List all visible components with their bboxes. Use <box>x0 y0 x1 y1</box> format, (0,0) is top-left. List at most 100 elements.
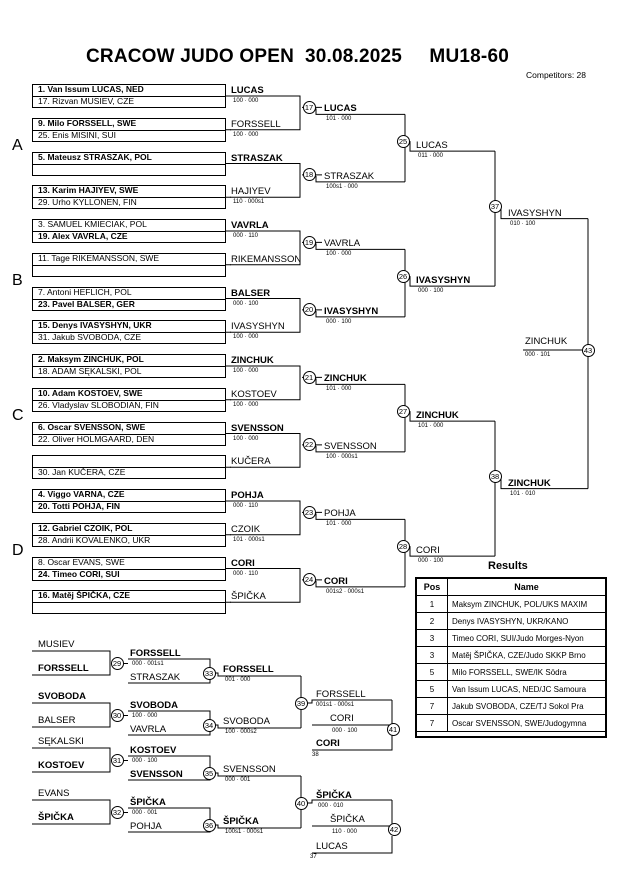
competitor-entry: 2. Maksym ZINCHUK, POL <box>38 354 144 364</box>
r1-score: 110 · 000s1 <box>233 199 265 206</box>
r2-score: 101 · 000 <box>326 386 352 393</box>
competitor-entry: 5. Mateusz STRASZAK, POL <box>38 151 152 162</box>
bracket-line <box>230 163 301 198</box>
competitor-entry: 19. Alex VAVRLA, CZE <box>38 231 128 241</box>
entry-separator <box>33 433 225 435</box>
match-number: 17 <box>302 100 316 114</box>
rep-score: 000 · 100 <box>332 728 358 734</box>
rep-match-number: 42 <box>387 822 401 836</box>
competitor-entry: 1. Van Issum LUCAS, NED <box>38 84 144 94</box>
r1-score: 100 · 000 <box>233 368 259 374</box>
results-pos: 7 <box>416 714 448 732</box>
r2-score: 000 · 100 <box>326 318 352 325</box>
r2-winner: POHJA <box>324 508 356 520</box>
competitor-entry: 6. Oscar SVENSSON, SWE <box>38 421 146 432</box>
entry-separator <box>33 467 225 469</box>
bracket-line <box>230 500 301 536</box>
rep-winner: ŠPIČKA <box>316 790 352 801</box>
rep-winner: CORI <box>316 738 340 749</box>
bracket-line <box>32 650 111 676</box>
entry-separator <box>33 129 225 131</box>
competitor-entry: 15. Denys IVASYSHYN, UKR <box>38 320 152 331</box>
competitor-entry: 8. Oscar EVANS, SWE <box>38 556 125 567</box>
competitor-entry: 7. Antoni HEFLICH, POL <box>38 286 132 297</box>
r3-winner: ZINCHUK <box>416 410 459 422</box>
results-name: Matěj ŠPIČKA, CZE/Judo SKKP Brno <box>447 646 606 664</box>
competitor-entry: 23. Pavel BALSER, GER <box>38 298 135 309</box>
r1-winner: IVASYSHYN <box>231 321 285 333</box>
results-name: Jakub SVOBODA, CZE/TJ Sokol Pra <box>447 697 606 715</box>
r1-score: 101 · 000s1 <box>233 536 265 543</box>
r2-winner: LUCAS <box>324 103 357 115</box>
rep-match-number: 41 <box>386 722 400 736</box>
results-name: Van Issum LUCAS, NED/JC Samoura <box>447 680 606 698</box>
rep-match-number: 30 <box>110 709 124 722</box>
entry-separator <box>33 602 225 604</box>
competitor-entry: 20. Totti POHJA, FIN <box>38 501 121 511</box>
rep-competitor: FORSSELL <box>38 663 89 674</box>
bracket-line <box>315 513 405 520</box>
r1-winner: LUCAS <box>231 85 264 96</box>
rep-winner: KOSTOEV <box>130 745 177 756</box>
bracket-line <box>315 243 405 250</box>
results-pos: 5 <box>416 680 448 698</box>
rep-score: 100 · 000 <box>132 713 158 719</box>
r3-score: 101 · 000 <box>418 423 444 430</box>
r2-score: 101 · 000 <box>326 116 352 123</box>
results-pos: 3 <box>416 629 448 647</box>
entry-separator <box>33 264 225 266</box>
results-pos: 2 <box>416 612 448 630</box>
rep-source: 38 <box>312 752 319 758</box>
rep-competitor: KOSTOEV <box>38 760 85 771</box>
bracket-line <box>315 378 405 385</box>
bracket-line <box>315 445 405 453</box>
competitor-entry: 4. Viggo VARNA, CZE <box>38 489 125 499</box>
match-number: 22 <box>302 438 316 452</box>
bracket-line <box>215 672 301 677</box>
rep-competitor: EVANS <box>38 788 70 799</box>
match-number: 24 <box>302 573 316 587</box>
r4-winner: IVASYSHYN <box>508 207 562 219</box>
rep-match-number: 40 <box>294 796 308 810</box>
page-title: CRACOW JUDO OPEN 30.08.2025 MU18-60 <box>86 46 509 67</box>
r1-score: 100 · 000 <box>233 98 259 104</box>
bracket-line <box>409 276 495 287</box>
competitor-entry: 3. SAMUEL KMIECIAK, POL <box>38 219 147 229</box>
entry-box <box>32 151 226 176</box>
rep-source: 37 <box>310 854 317 860</box>
r1-score: 100 · 000 <box>233 334 259 341</box>
entry-box <box>32 185 226 210</box>
results-name: Denys IVASYSHYN, UKR/KANO <box>447 612 606 630</box>
entry-box <box>32 556 226 581</box>
bracket-line <box>315 310 405 318</box>
entry-separator <box>33 366 225 367</box>
pool-label-a: A <box>12 137 23 154</box>
rep-winner: SVOBODA <box>130 700 179 711</box>
r1-winner: STRASZAK <box>231 152 283 164</box>
competitor-entry: 18. ADAM SĘKALSKI, POL <box>38 366 142 376</box>
pool-label-d: D <box>12 542 24 559</box>
competitor-entry: 29. Urho KYLLONEN, FIN <box>38 197 137 208</box>
r1-score: 000 · 110 <box>233 233 258 239</box>
r2-score: 001s2 · 000s1 <box>326 588 365 595</box>
rep-winner: ŠPIČKA <box>223 816 259 827</box>
rep-score: 001 · 000 <box>225 677 251 683</box>
rep-score: 110 · 000 <box>332 829 357 835</box>
r3-score: 000 · 100 <box>418 288 444 295</box>
results-name: Maksym ZINCHUK, POL/UKS MAXIM <box>447 595 606 613</box>
rep-winner: SVENSSON <box>223 764 276 775</box>
entry-separator <box>33 501 225 502</box>
rep-match-number: 33 <box>202 666 216 680</box>
entry-box <box>32 252 226 277</box>
bracket-line <box>215 824 301 829</box>
bracket-line <box>409 411 495 422</box>
rep-opponent: ŠPIČKA <box>330 814 365 825</box>
entry-box <box>32 489 226 513</box>
r1-score: 000 · 100 <box>233 300 259 307</box>
bracket-line <box>32 799 111 825</box>
final-match-number: 43 <box>581 343 595 357</box>
